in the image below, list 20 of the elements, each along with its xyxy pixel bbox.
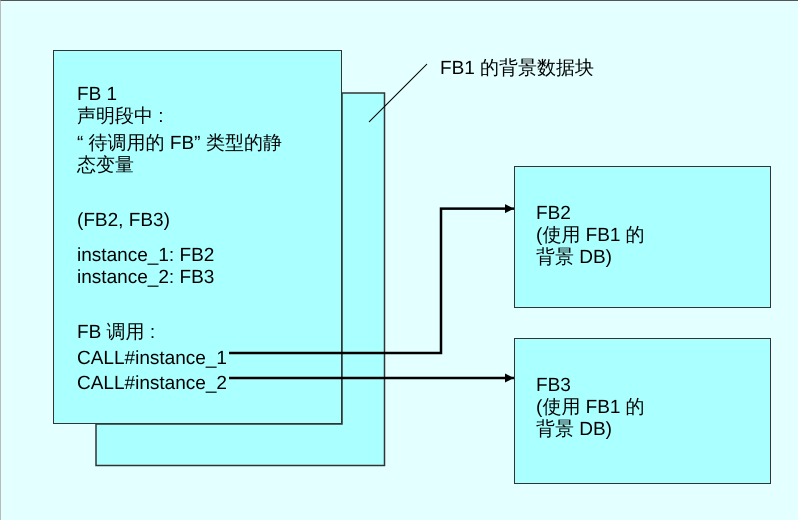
block-text: (使用 FB1 的背景 DB) [536, 397, 646, 441]
block-text: instance_2: FB3 [77, 267, 214, 289]
block-title: FB2 [536, 203, 571, 225]
note-text: FB1 的背景数据块 [440, 58, 594, 80]
leader-line [368, 64, 428, 122]
block-text: 声明段中 : [77, 106, 164, 128]
arrow [229, 204, 514, 354]
arrow [229, 374, 514, 382]
function-block-box [514, 166, 771, 308]
function-block-box [53, 50, 342, 424]
call-text: CALL#instance_1 [77, 348, 227, 370]
call-text: CALL#instance_2 [77, 373, 227, 395]
block-text: (使用 FB1 的背景 DB) [536, 225, 646, 269]
block-text: FB 调用 : [77, 322, 156, 344]
block-text: instance_1: FB2 [77, 245, 214, 267]
block-title: FB 1 [77, 84, 118, 106]
function-block-box [514, 338, 771, 484]
block-text: “ 待调用的 FB” 类型的静态变量 [77, 133, 283, 177]
block-text: (FB2, FB3) [77, 210, 170, 232]
block-title: FB3 [536, 375, 571, 397]
